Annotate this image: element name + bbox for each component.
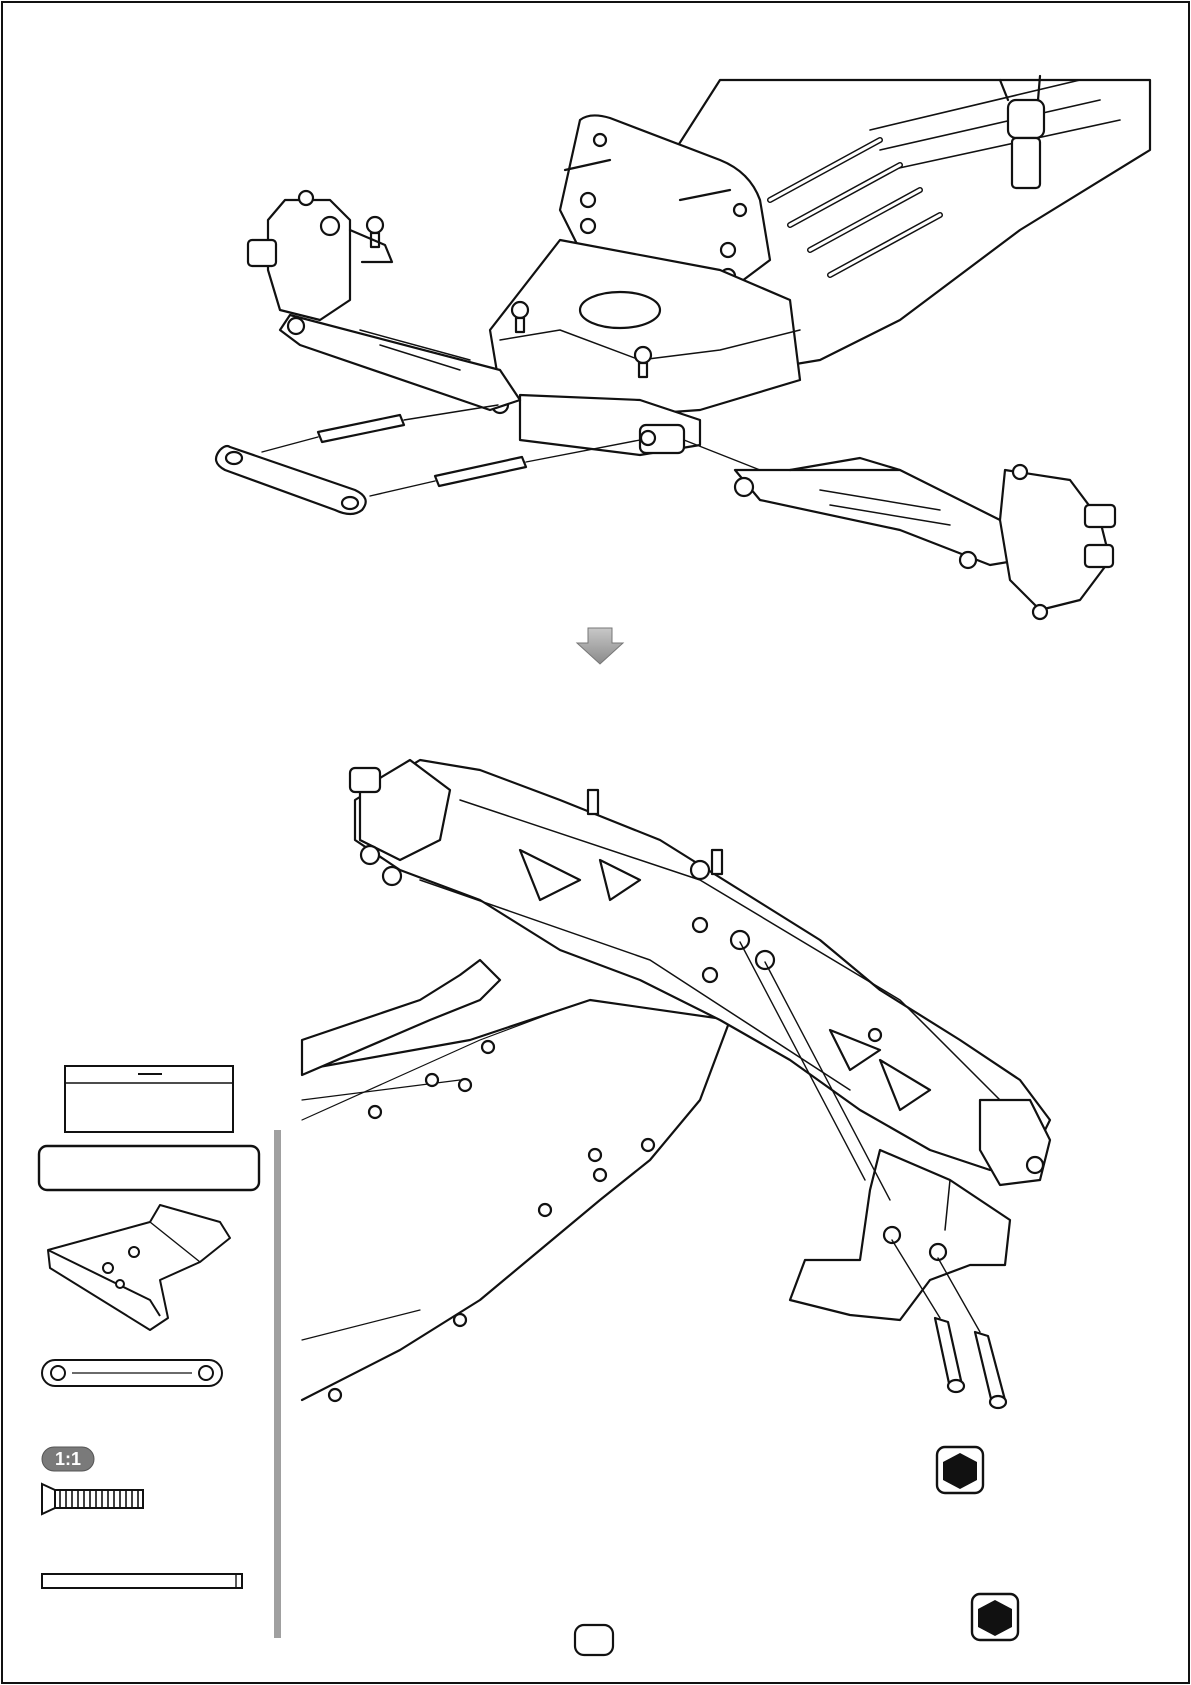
front-arm-assembly [355,760,1050,1170]
right-suspension-arm [735,470,1020,565]
parts-label-box [39,1146,259,1190]
underside-illustration [302,760,1050,1408]
panel-divider [274,1130,281,1638]
parts-header-box [65,1066,233,1132]
shock-mount [1008,100,1044,138]
parts-panel: 1:1 [39,1066,259,1588]
down-arrow-icon [577,628,623,664]
hinge-pins [318,415,526,486]
hex-wrench-icon [972,1594,1018,1640]
skid-plate-screws [935,1318,1006,1408]
hex-wrench-icon [937,1447,983,1493]
page-number-box [575,1625,613,1655]
scale-badge-label: 1:1 [55,1449,81,1469]
left-suspension-arm [280,315,520,410]
left-lower-arm-bottom [302,960,500,1075]
flat-head-screw-icon [42,1484,143,1514]
hinge-link-bar [216,446,366,514]
front-suspension-illustration [216,76,1150,619]
right-steering-knuckle [1000,470,1110,610]
chassis-plate-bottom [302,1000,730,1400]
plate-screws [329,1041,654,1401]
hinge-pin-icon [42,1574,242,1588]
skid-plate-icon [48,1205,230,1330]
left-steering-knuckle [268,200,350,320]
link-bar-icon [42,1360,222,1386]
